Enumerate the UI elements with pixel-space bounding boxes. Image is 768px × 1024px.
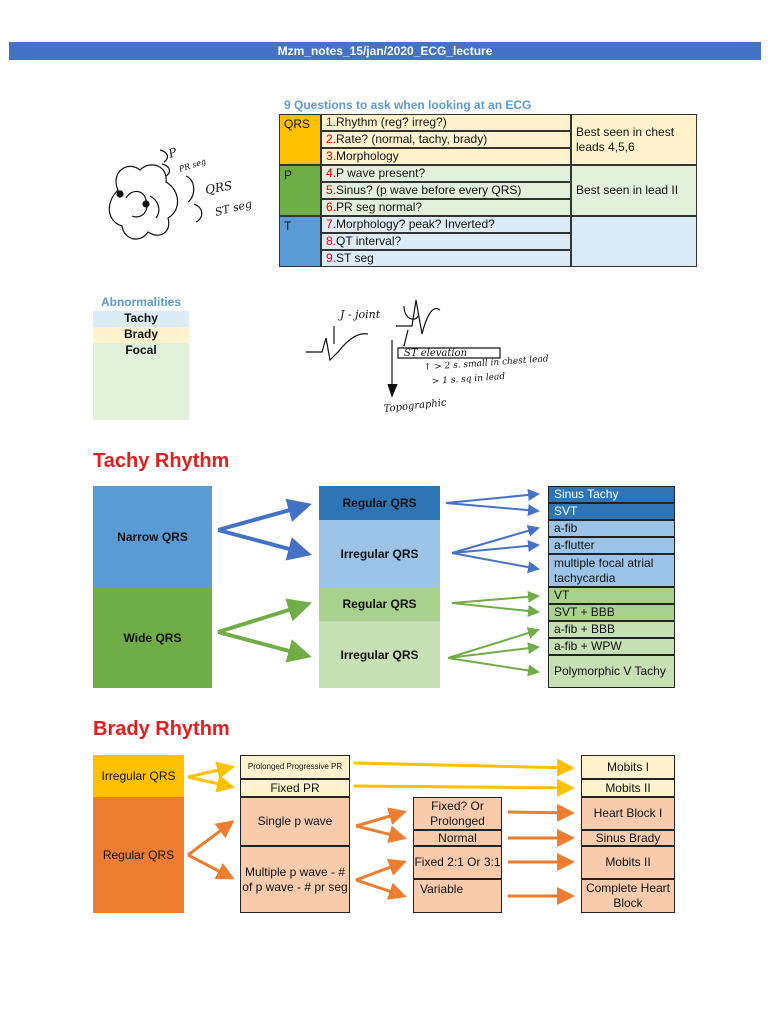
regular-qrs-block: Regular QRS xyxy=(93,797,184,913)
abnormality-brady: Brady xyxy=(93,327,189,343)
irregular-qrs-block: Irregular QRS xyxy=(93,755,184,797)
brady-result: Heart Block I xyxy=(581,797,675,830)
brady-mid: Fixed? Or Prolonged xyxy=(413,797,502,830)
page-title: Mzm_notes_15/jan/2020_ECG_lecture xyxy=(9,42,761,60)
narrow-irregular-qrs: Irregular QRS xyxy=(319,520,440,587)
category-qrs: QRS xyxy=(279,114,321,165)
tachy-result: a-fib + WPW xyxy=(548,638,675,655)
tachy-result: a-fib xyxy=(548,520,675,537)
brady-result: Mobits II xyxy=(581,779,675,797)
note-p: Best seen in lead II xyxy=(571,165,697,216)
abnormality-focal: Focal xyxy=(93,343,189,420)
narrow-qrs-block: Narrow QRS xyxy=(93,486,212,587)
fixed-pr: Fixed PR xyxy=(240,779,350,797)
tachy-result: SVT xyxy=(548,503,675,520)
question-row: 5.Sinus? (p wave before every QRS) xyxy=(321,182,571,199)
note-qrs: Best seen in chest leads 4,5,6 xyxy=(571,114,697,165)
questions-title: 9 Questions to ask when looking at an EC… xyxy=(284,98,532,112)
sketch-label-st: ST seg xyxy=(214,197,254,219)
note-t xyxy=(571,216,697,267)
brady-result: Complete Heart Block xyxy=(581,879,675,913)
tachy-result: VT xyxy=(548,587,675,604)
sketch-label-qrs: QRS xyxy=(204,178,233,196)
abnormalities-title: Abnormalities xyxy=(100,295,181,309)
sketch-note-1: ↑ > 2 s. small in chest lead xyxy=(424,354,550,373)
category-t: T xyxy=(279,216,321,267)
brady-mid: Fixed 2:1 Or 3:1 xyxy=(413,846,502,879)
wide-qrs-block: Wide QRS xyxy=(93,587,212,688)
wide-regular-qrs: Regular QRS xyxy=(319,587,440,621)
tachy-result: multiple focal atrial tachycardia xyxy=(548,554,675,587)
brady-mid: Normal xyxy=(413,830,502,846)
question-row: 3.Morphology xyxy=(321,148,571,165)
sketch-label-topographic: Topographic xyxy=(383,397,447,415)
tachy-result: a-flutter xyxy=(548,537,675,554)
question-row: 4.P wave present? xyxy=(321,165,571,182)
single-p-wave: Single p wave xyxy=(240,797,350,846)
brady-result: Mobits I xyxy=(581,755,675,779)
tachy-result: SVT + BBB xyxy=(548,604,675,621)
brady-heading: Brady Rhythm xyxy=(93,718,230,740)
question-row: 1.Rhythm (reg? irreg?) xyxy=(321,114,571,131)
brady-result: Mobits II xyxy=(581,846,675,879)
tachy-result: a-fib + BBB xyxy=(548,621,675,638)
arrow xyxy=(217,598,312,634)
question-row: 7.Morphology? peak? Inverted? xyxy=(321,216,571,233)
tachy-result: Sinus Tachy xyxy=(548,486,675,503)
brady-mid: Variable xyxy=(413,879,502,913)
question-row: 2.Rate? (normal, tachy, brady) xyxy=(321,131,571,148)
brady-result: Sinus Brady xyxy=(581,830,675,846)
question-row: 8.QT interval? xyxy=(321,233,571,250)
sketch-label-st-elev: ST elevation xyxy=(404,348,467,359)
sketch-label-j: J - joint xyxy=(338,308,381,321)
sketch-label-pr: PR seg xyxy=(177,157,207,174)
question-row: 6.PR seg normal? xyxy=(321,199,571,216)
narrow-regular-qrs: Regular QRS xyxy=(319,486,440,520)
multiple-p-wave: Multiple p wave - # of p wave - # pr seg xyxy=(240,846,350,913)
arrow xyxy=(217,630,312,663)
category-p: P xyxy=(279,165,321,216)
sketch-note-2: > 1 s. sq in lead xyxy=(432,372,506,387)
question-row: 9. ST seg xyxy=(321,250,571,267)
abnormality-tachy: Tachy xyxy=(93,311,189,327)
prolonged-progressive-pr: Prolonged Progressive PR xyxy=(240,755,350,779)
arrow xyxy=(217,528,312,561)
arrow xyxy=(217,498,312,532)
wide-irregular-qrs: Irregular QRS xyxy=(319,621,440,688)
sketch-label-p: P xyxy=(166,145,180,161)
tachy-result: Polymorphic V Tachy xyxy=(548,655,675,688)
tachy-heading: Tachy Rhythm xyxy=(93,450,230,472)
